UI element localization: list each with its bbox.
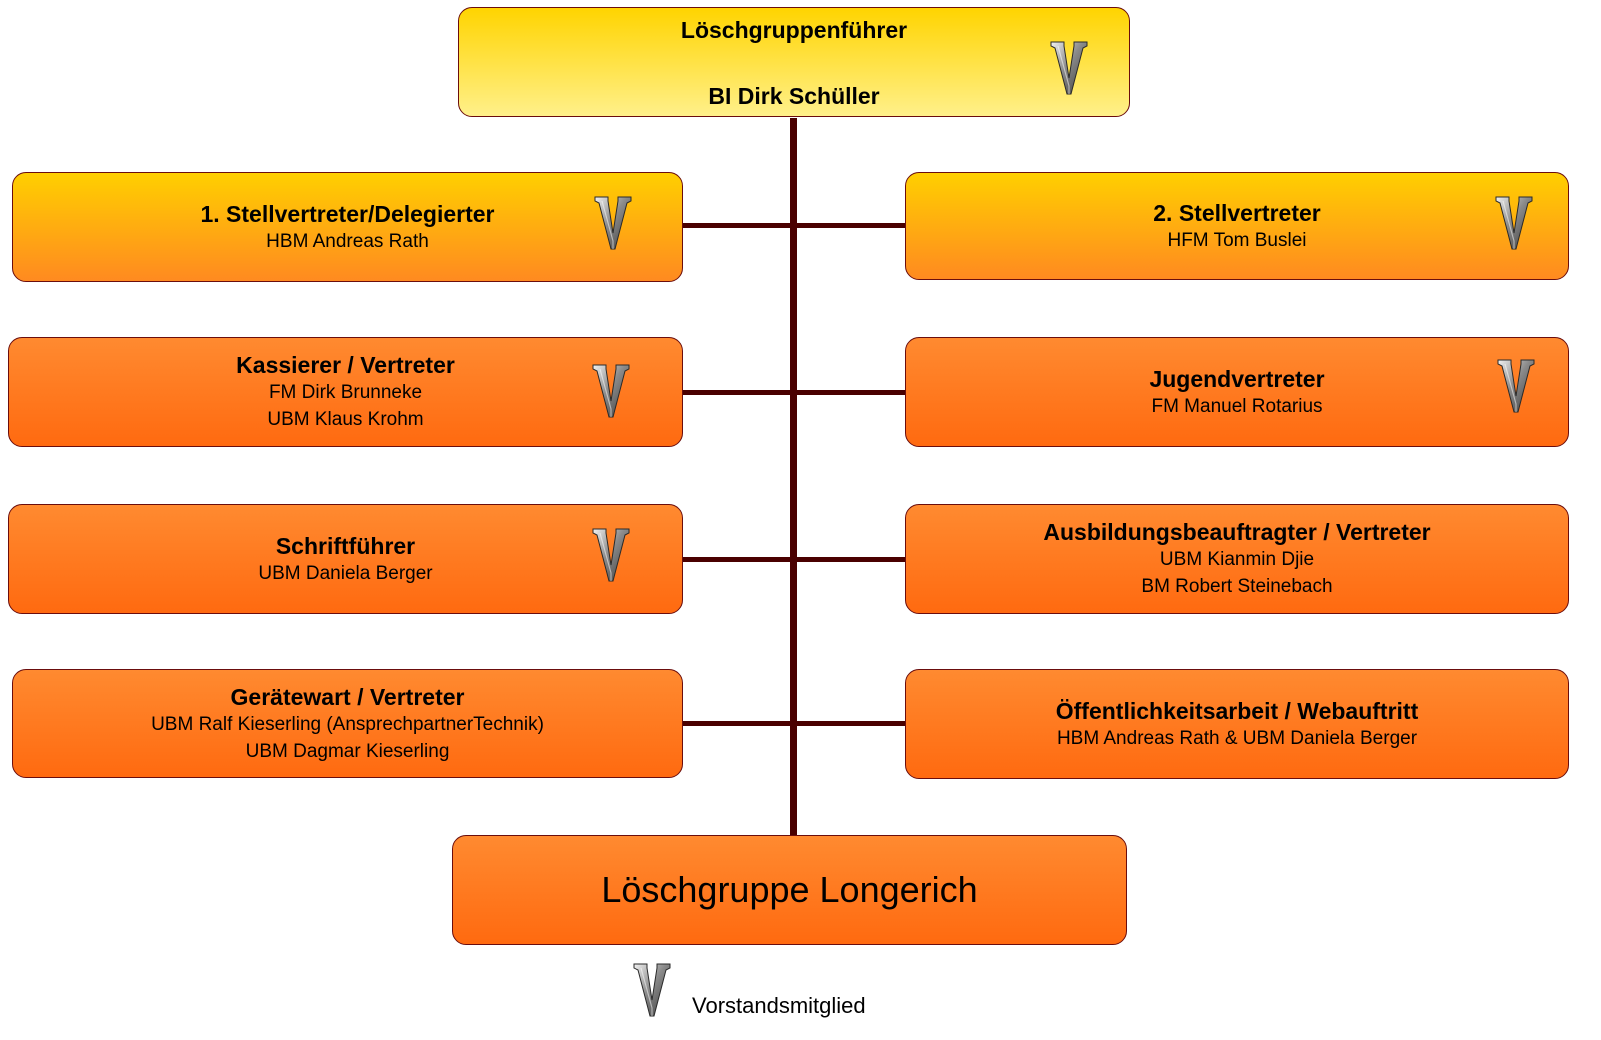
v-badge-icon — [632, 962, 672, 1018]
unit-box: Löschgruppe Longerich — [452, 835, 1127, 945]
trunk-connector — [790, 118, 797, 836]
role-name: UBM Ralf Kieserling (AnsprechpartnerTech… — [151, 713, 544, 735]
role-box-deputy-2: 2. Stellvertreter HFM Tom Buslei — [905, 172, 1569, 280]
branch-connector-4 — [683, 721, 906, 726]
role-box-public-relations: Öffentlichkeitsarbeit / Webauftritt HBM … — [905, 669, 1569, 779]
v-badge-icon — [1494, 195, 1534, 251]
v-badge-icon — [591, 527, 631, 583]
role-title: Jugendvertreter — [1149, 365, 1325, 392]
role-box-treasurer: Kassierer / Vertreter FM Dirk Brunneke U… — [8, 337, 683, 447]
legend-label: Vorstandsmitglied — [692, 993, 866, 1018]
v-badge-icon — [591, 363, 631, 419]
role-name: UBM Kianmin Djie — [1159, 549, 1315, 570]
v-badge-icon — [1049, 40, 1089, 96]
role-name: HFM Tom Buslei — [1167, 229, 1307, 251]
role-title: Kassierer / Vertreter — [236, 352, 455, 378]
role-title: Schriftführer — [275, 532, 416, 559]
role-name: HBM Andreas Rath & UBM Daniela Berger — [1056, 727, 1418, 749]
leader-box: Löschgruppenführer BI Dirk Schüller — [458, 7, 1130, 117]
v-badge-icon — [593, 195, 633, 251]
role-name: UBM Daniela Berger — [258, 562, 433, 584]
role-name: FM Manuel Rotarius — [1151, 395, 1323, 417]
role-box-equipment: Gerätewart / Vertreter UBM Ralf Kieserli… — [12, 669, 683, 778]
role-title: 2. Stellvertreter — [1153, 199, 1321, 226]
role-title: Gerätewart / Vertreter — [230, 683, 465, 710]
branch-connector-2 — [683, 390, 906, 395]
role-title: 1. Stellvertreter/Delegierter — [200, 200, 495, 227]
role-name: HBM Andreas Rath — [266, 230, 429, 252]
role-name: UBM Dagmar Kieserling — [245, 740, 450, 762]
branch-connector-3 — [683, 557, 906, 562]
v-badge-icon — [1496, 358, 1536, 414]
role-box-youth: Jugendvertreter FM Manuel Rotarius — [905, 337, 1569, 447]
branch-connector-1 — [683, 223, 906, 228]
unit-label: Löschgruppe Longerich — [601, 869, 978, 910]
role-name: FM Dirk Brunneke — [268, 382, 423, 403]
role-box-secretary: Schriftführer UBM Daniela Berger — [8, 504, 683, 614]
leader-title: Löschgruppenführer — [680, 17, 908, 43]
role-name: BM Robert Steinebach — [1141, 576, 1333, 597]
role-title: Ausbildungsbeauftragter / Vertreter — [1043, 519, 1431, 545]
role-title: Öffentlichkeitsarbeit / Webauftritt — [1055, 697, 1419, 724]
leader-name: BI Dirk Schüller — [708, 83, 880, 109]
role-name: UBM Klaus Krohm — [267, 409, 424, 430]
role-box-deputy-1: 1. Stellvertreter/Delegierter HBM Andrea… — [12, 172, 683, 282]
role-box-training: Ausbildungsbeauftragter / Vertreter UBM … — [905, 504, 1569, 614]
